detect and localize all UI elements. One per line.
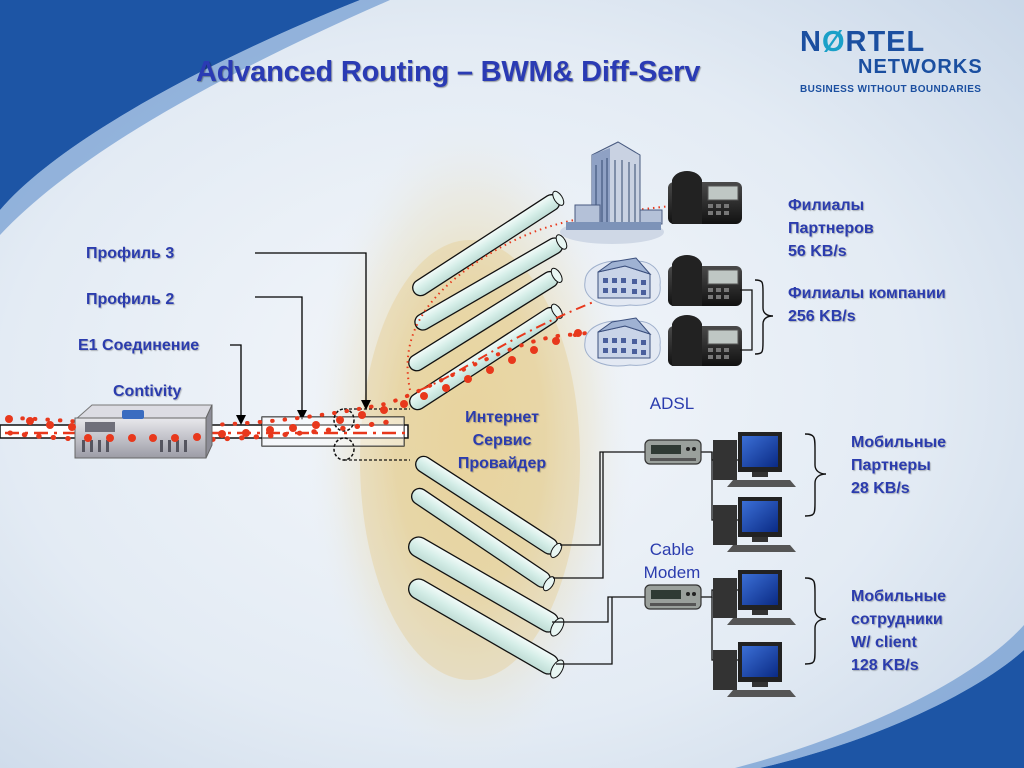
profile-3-label: Профиль 3 (86, 245, 175, 262)
mobile-employees-rate: 128 KB/s (851, 657, 919, 674)
desktop-computer (713, 642, 796, 697)
company-branches-line1: Филиалы компании (788, 285, 946, 302)
e1-connection-label: E1 Соединение (78, 337, 200, 354)
logo-wordmark: NØRTEL (800, 26, 925, 59)
company-branches-rate: 256 KB/s (788, 308, 856, 325)
partner-office-building (560, 141, 664, 244)
company-branch-building-2 (584, 317, 661, 367)
isp-label-line2: Сервис (472, 432, 532, 449)
logo-networks: NETWORKS (858, 56, 983, 78)
desktop-computer (713, 432, 796, 487)
braces (754, 279, 827, 665)
upper-tunnels (408, 190, 568, 411)
company-branch-building-1 (584, 257, 661, 307)
profile-2-label: Профиль 2 (86, 291, 175, 308)
partner-branches-label: Филиалы Партнеров 56 KB/s (788, 194, 874, 263)
tunnel-ellipse (333, 408, 355, 432)
isp-label: Интернет Сервис Провайдер (442, 406, 562, 475)
connector-arrows (236, 400, 371, 425)
company-branches-label: Филиалы компании 256 KB/s (788, 282, 946, 328)
phone-wiring (740, 289, 753, 351)
mobile-partners-rate: 28 KB/s (851, 480, 910, 497)
contivity-label: Contivity (113, 383, 182, 400)
isp-label-line1: Интернет (465, 409, 539, 426)
mobile-employees-line1: Мобильные (851, 588, 947, 605)
cable-modem (644, 584, 702, 610)
contivity-device (73, 404, 213, 459)
partner-branches-rate: 56 KB/s (788, 243, 847, 260)
lower-tunnels (408, 455, 565, 679)
mobile-employees-label: Мобильные сотрудники W/ client 128 KB/s (851, 585, 946, 677)
nortel-logo: NØRTEL NETWORKS BUSINESS WITHOUT BOUNDAR… (800, 26, 1000, 98)
logo-tagline: BUSINESS WITHOUT BOUNDARIES (800, 84, 982, 95)
slide-title: Advanced Routing – BWM& Diff-Serv (196, 56, 701, 88)
cable-modem-label-line1: Cable (649, 540, 695, 559)
mobile-employees-line2: сотрудники (851, 611, 943, 628)
ip-phone (668, 171, 742, 224)
logo-globe-o: Ø (821, 26, 846, 58)
desktop-computer (713, 570, 796, 625)
mobile-partners-line1: Мобильные (851, 434, 947, 451)
ip-phone (668, 315, 742, 366)
label-connectors (230, 252, 367, 420)
mobile-partners-line2: Партнеры (851, 457, 931, 474)
mobile-employees-line3: W/ client (851, 634, 917, 651)
ip-phone (668, 255, 742, 306)
cable-modem-label: Cable Modem (634, 538, 710, 584)
logo-letter-n: N (800, 26, 822, 58)
cable-modem-label-line2: Modem (643, 563, 701, 582)
desktop-computer (713, 497, 796, 552)
mobile-partners-label: Мобильные Партнеры 28 KB/s (851, 431, 946, 500)
logo-letters-rtel: RTEL (845, 26, 926, 58)
adsl-modem (644, 439, 702, 465)
isp-label-line3: Провайдер (457, 455, 547, 472)
adsl-label: ADSL (649, 394, 695, 413)
partner-branches-line2: Партнеров (788, 220, 874, 237)
partner-branches-line1: Филиалы (788, 197, 865, 214)
